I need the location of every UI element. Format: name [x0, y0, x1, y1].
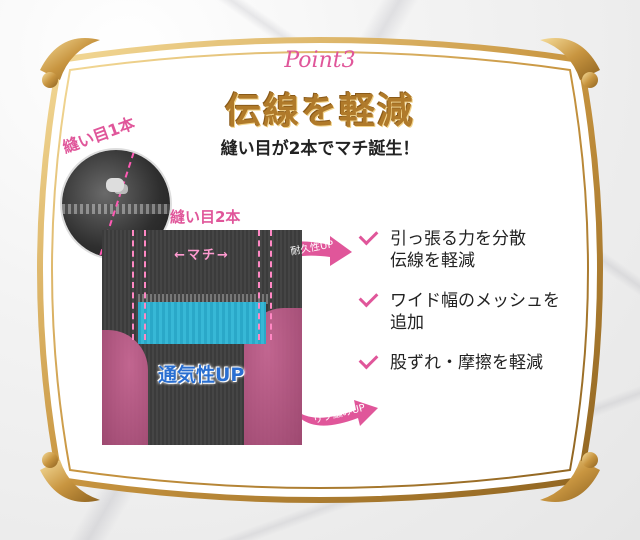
mesh-panel [138, 302, 266, 344]
feature-text: 股ずれ・摩擦を軽減 [390, 353, 543, 373]
page-subtitle: 縫い目が2本でマチ誕生！ [220, 139, 420, 159]
gusset-label: ←マチ→ [174, 248, 230, 263]
gusset-photo: ←マチ→ [102, 230, 302, 445]
corner-flourish-bottom-right [540, 452, 600, 502]
check-icon [358, 349, 379, 370]
arrow-rib [288, 398, 378, 426]
breathability-label: 通気性UP [158, 364, 245, 386]
feature-list: 引っ張る力を分散 伝線を軽減 ワイド幅のメッシュを 追加 股ずれ・摩擦を軽減 [358, 225, 590, 392]
check-icon [358, 287, 379, 308]
feature-text: 引っ張る力を分散 伝線を軽減 [390, 229, 526, 271]
corner-flourish-top-left [40, 38, 100, 88]
mesh-edge [136, 294, 268, 304]
right-double-seam [258, 230, 272, 340]
corner-flourish-top-right [540, 38, 600, 88]
corner-flourish-bottom-left [40, 452, 100, 502]
page-title: 伝線を軽減 [224, 90, 415, 132]
photo-band [62, 204, 170, 214]
feature-item: 引っ張る力を分散 伝線を軽減 [358, 225, 590, 272]
seam-two-label: 縫い目2本 [170, 208, 241, 226]
left-leg-highlight [102, 330, 148, 445]
left-double-seam [132, 230, 146, 340]
photo-knot [106, 178, 124, 192]
feature-item: 股ずれ・摩擦を軽減 [358, 349, 590, 374]
check-icon [358, 225, 379, 246]
point-label: Point3 [284, 48, 356, 73]
feature-text: ワイド幅のメッシュを 追加 [390, 291, 560, 333]
feature-item: ワイド幅のメッシュを 追加 [358, 287, 590, 334]
